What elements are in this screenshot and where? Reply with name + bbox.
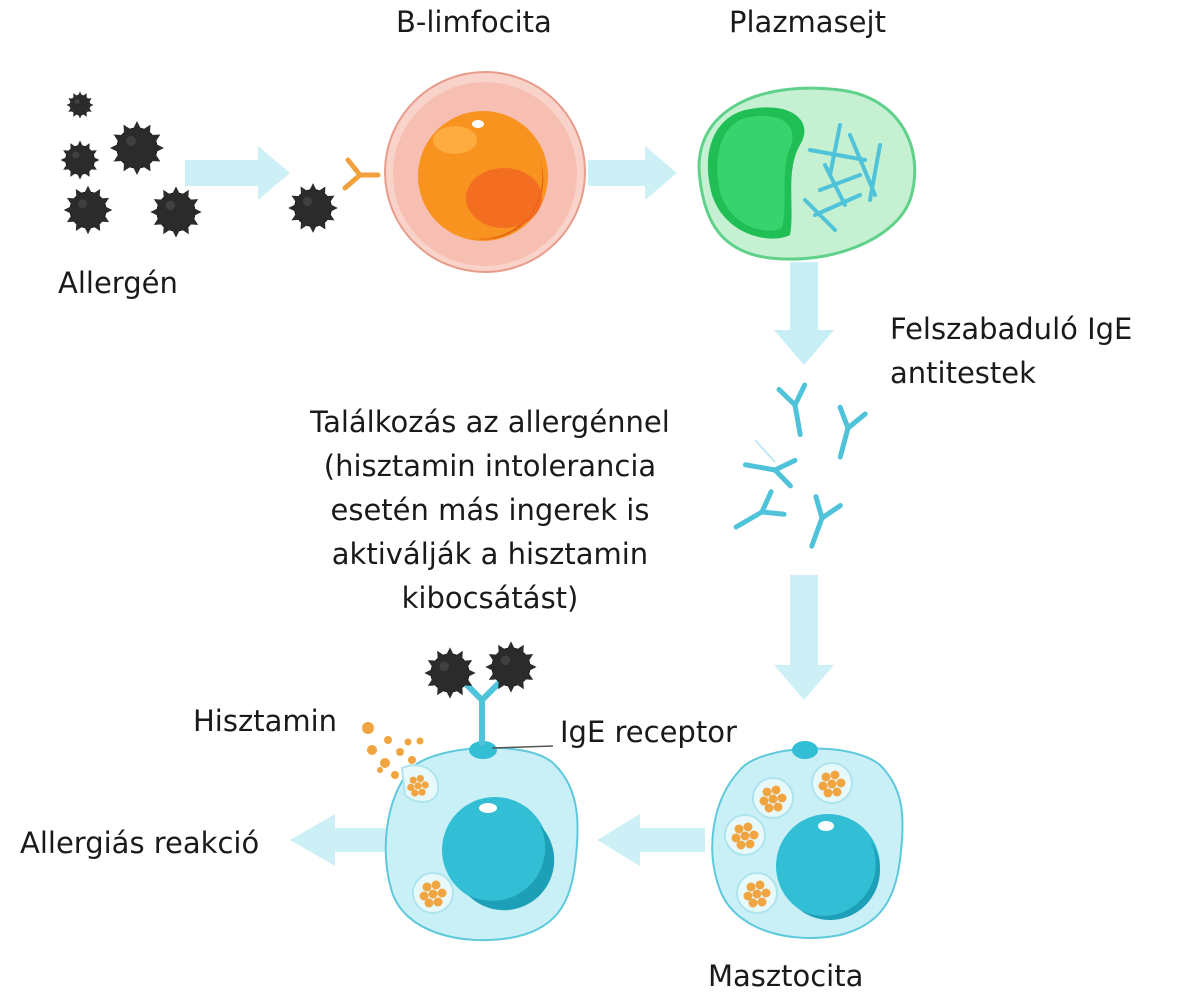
histamine-release (362, 722, 424, 779)
label-encounter-line5: kibocsátást) (401, 581, 579, 615)
mast-cell-activated (384, 741, 579, 942)
arrow-to-allergic-reaction (290, 814, 392, 866)
label-allergen: Allergén (58, 266, 178, 300)
label-allergic-reaction: Allergiás reakció (20, 826, 260, 860)
arrow-mastcell-to-activated (597, 814, 705, 866)
label-ige-released-line1: Felszabaduló IgE (890, 312, 1133, 346)
allergen-cluster (60, 91, 203, 239)
label-encounter-line3: esetén más ingerek is (330, 493, 650, 527)
label-b-lymphocyte: B-limfocita (396, 5, 552, 39)
arrow-allergen-to-bcell (185, 146, 290, 200)
label-ige-released-line2: antitestek (890, 356, 1036, 390)
label-encounter-line1: Találkozás az allergénnel (310, 405, 670, 439)
label-mast-cell: Masztocita (708, 959, 864, 993)
ige-antibodies-released (730, 385, 866, 551)
arrow-ige-to-mastcell (774, 575, 834, 700)
label-histamine: Hisztamin (193, 704, 338, 738)
label-encounter-note: Találkozás az allergénnel (hisztamin int… (280, 400, 700, 620)
label-encounter-line2: (hisztamin intolerancia (323, 449, 657, 483)
allergen-bound-bcell (287, 157, 381, 234)
plasma-cell (697, 86, 917, 261)
arrow-bcell-to-plasma (588, 146, 677, 200)
arrow-plasma-to-ige (774, 262, 834, 365)
label-ige-released: Felszabaduló IgE antitestek (890, 307, 1132, 395)
mast-cell-resting (711, 741, 904, 939)
label-plasma-cell: Plazmasejt (729, 5, 886, 39)
label-ige-receptor: IgE receptor (560, 715, 737, 749)
ige-receptor-complex (423, 640, 554, 749)
b-lymphocyte-cell (384, 71, 586, 273)
label-encounter-line4: aktiválják a hisztamin (331, 537, 649, 571)
